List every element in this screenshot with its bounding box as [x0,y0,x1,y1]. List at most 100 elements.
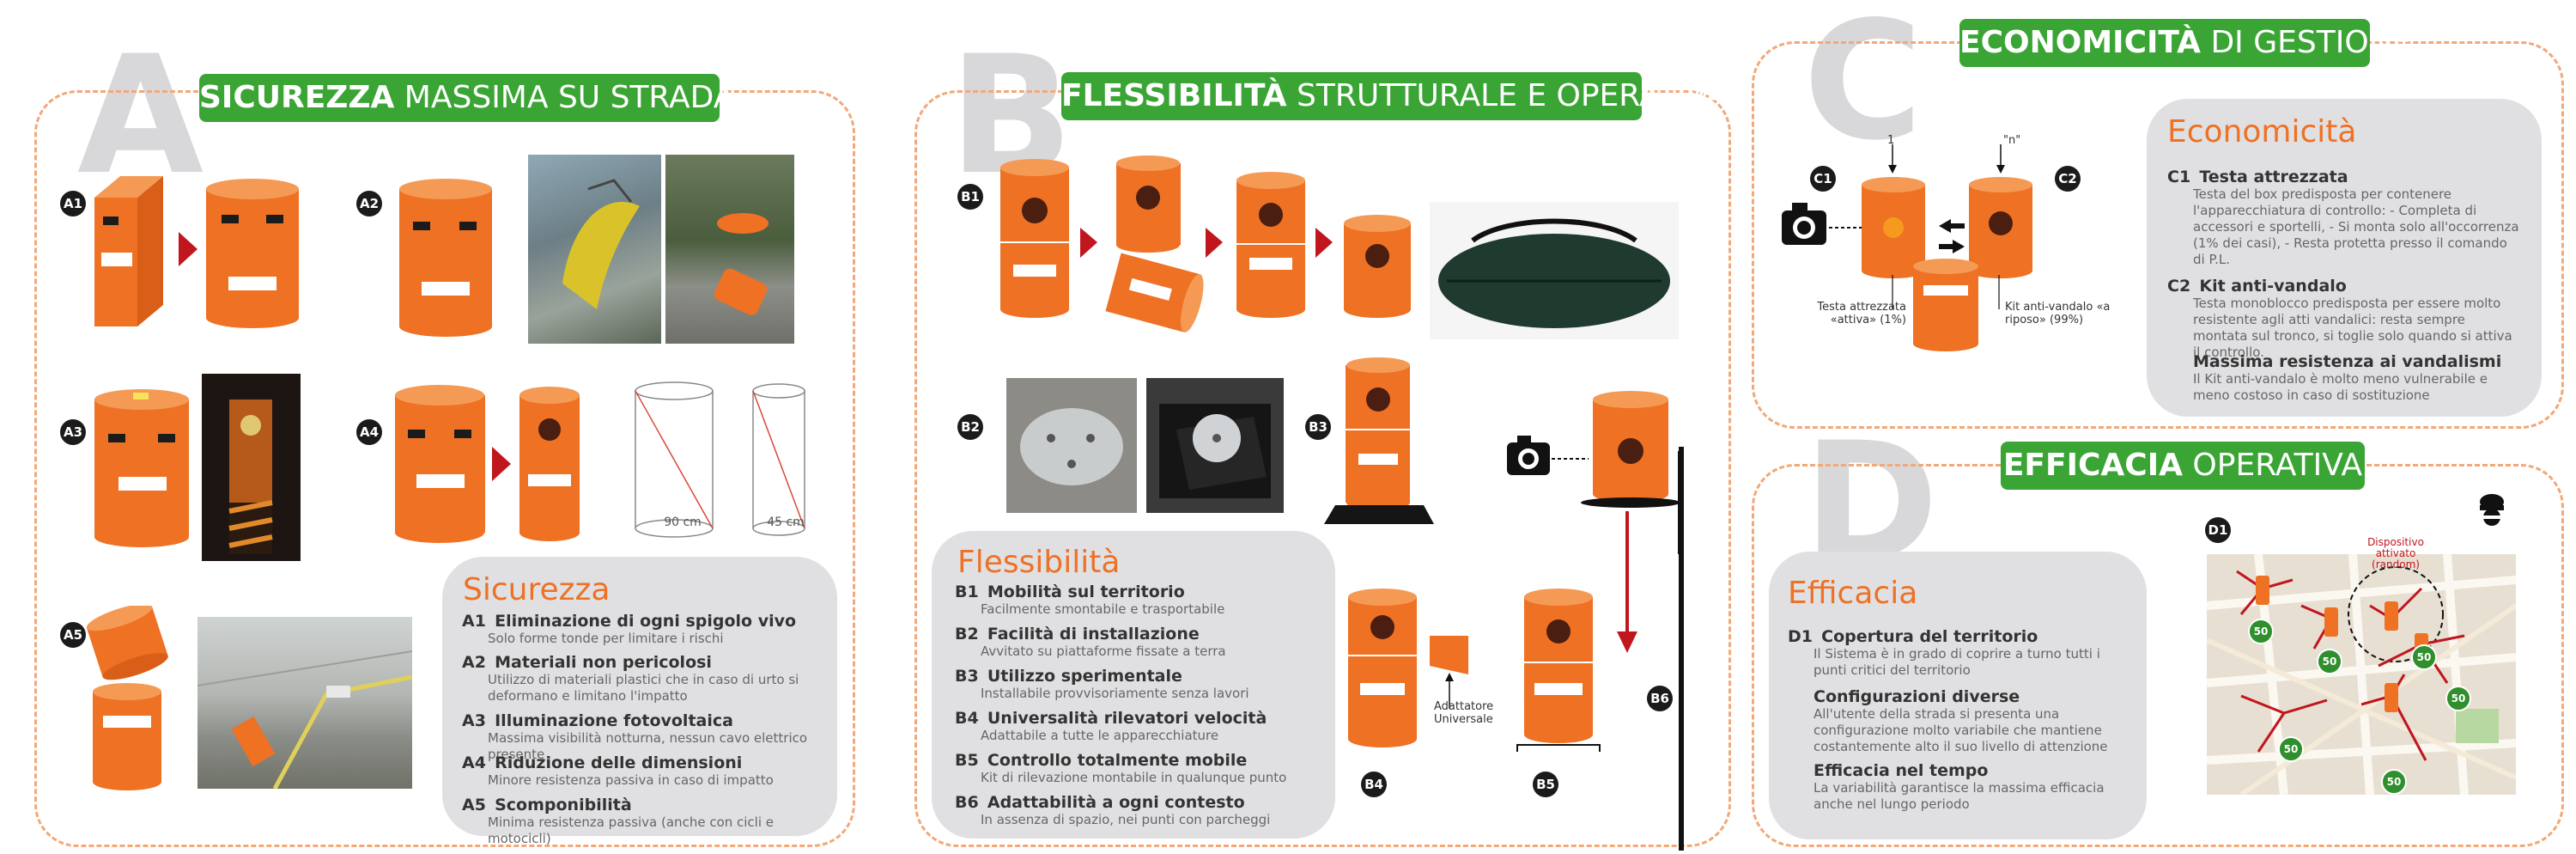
item-b5-head: Controllo totalmente mobile [987,751,1248,770]
item-b1-head: Mobilità sul territorio [987,583,1185,601]
item-b4-head: Universalità rilevatori velocità [987,709,1267,728]
item-d3-head: Efficacia nel tempo [1814,761,1989,780]
item-b1-code: B1 [955,583,979,601]
photo-plate-metal [1006,378,1137,513]
item-b5-code: B5 [955,751,979,770]
badge-a5: A5 [60,622,86,648]
item-b3-desc: Installabile provvisoriamente senza lavo… [981,686,1249,701]
item-b6-code: B6 [955,793,979,812]
card-economicita-title: Economicità [2167,114,2357,149]
badge-d1: D1 [2205,517,2231,543]
item-a5-head: Scomponibilità [495,796,632,814]
section-a-title-rest: MASSIMA SU STRADA [394,80,735,115]
item-b6-desc: In assenza di spazio, nei punti con parc… [981,812,1271,827]
item-d1-head: Copertura del territorio [1821,627,2038,646]
item-a4-head: Riduzione delle dimensioni [495,753,743,772]
section-letter-c: C [1803,0,1923,176]
item-b3-code: B3 [955,667,979,686]
section-letter-a: A [77,21,204,210]
item-d3: Efficacia nel tempo La variabilità garan… [1814,761,2140,813]
badge-c2: C2 [2055,166,2081,192]
badge-b1: B1 [957,184,983,210]
card-flessibilita-title: Flessibilità [957,545,1121,580]
section-a-title: SICUREZZA MASSIMA SU STRADA [199,74,734,122]
item-b5: B5 Controllo totalmente mobile Kit di ri… [955,751,1324,786]
item-b5-desc: Kit di rilevazione montabile in qualunqu… [981,770,1287,785]
item-b4-desc: Adattabile a tutte le apparecchiature [981,728,1219,743]
item-c1-desc: Testa del box predisposta per contenere … [2193,186,2519,267]
item-d1: D1 Copertura del territorio Il Sistema è… [1788,627,2140,679]
c-illustration [1782,144,2032,351]
item-a2: A2 Materiali non pericolosi Utilizzo di … [462,653,831,705]
item-c2-head: Kit anti-vandalo [2199,277,2347,296]
device-activated-note: Dispositivo attivato (random) [2367,536,2424,570]
item-b6: B6 Adattabilità a ogni contesto In assen… [955,793,1324,828]
a4-dimension-drawing [635,381,805,538]
section-d-title: EFFICACIA OPERATIVA [2001,442,2365,490]
section-d-title-bold: EFFICACIA [2002,448,2183,483]
item-c2-desc: Testa monoblocco predisposta per essere … [2193,296,2512,360]
b4-adapter [1348,589,1468,747]
label-testa-attiva: Testa attrezzata «attiva» (1%) [1817,301,1906,326]
item-b1-desc: Facilmente smontabile e trasportabile [981,601,1225,617]
count-one: 1 [1887,134,1895,147]
territory-map [2205,553,2518,797]
card-sicurezza-title: Sicurezza [463,572,611,607]
speed-sign-5: 50 [2278,736,2304,762]
item-a4-code: A4 [462,753,486,772]
photo-plate-base [1146,378,1284,513]
item-a1: A1 Eliminazione di ogni spigolo vivo Sol… [462,612,831,647]
section-b-title: FLESSIBILITÀ STRUTTURALE E OPERATIVA [1061,72,1726,120]
count-n: "n" [2003,134,2021,147]
item-a5: A5 Scomponibilità Minima resistenza pass… [462,796,831,847]
badge-b2: B2 [957,414,983,440]
item-b2-desc: Avvitato su piattaforme fissate a terra [981,644,1226,659]
b1-illustration [1000,156,1411,332]
photo-crashed-device-1 [528,155,661,344]
item-b3: B3 Utilizzo sperimentale Installabile pr… [955,667,1324,702]
badge-a3: A3 [60,419,86,445]
badge-c1: C1 [1810,166,1836,192]
a5-cylinder [86,606,168,790]
item-c3: Massima resistenza ai vandalismi Il Kit … [2193,352,2528,404]
card-efficacia: Efficacia [1769,552,2147,839]
speed-sign-4: 50 [2445,686,2471,711]
card-economicita: Economicità [2147,99,2542,417]
item-c3-desc: Il Kit anti-vandalo è molto meno vulnera… [2193,371,2488,403]
card-flessibilita: Flessibilità [932,531,1335,839]
item-d2-head: Configurazioni diverse [1814,687,2020,706]
item-c2-code: C2 [2167,277,2191,296]
photo-crashed-device-2 [665,155,794,344]
section-a-title-bold: SICUREZZA [199,80,395,115]
item-a5-code: A5 [462,796,486,814]
speed-sign-6: 50 [2381,769,2407,795]
item-a3: A3 Illuminazione fotovoltaica Massima vi… [462,711,831,763]
label-kit-riposo: Kit anti-vandalo «a riposo» (99%) [2005,301,2111,326]
b6-down-arrow [1617,511,1637,653]
item-a2-code: A2 [462,653,486,672]
b6-pole [1679,447,1684,851]
adapter-label: Adattatore Universale [1434,700,1494,726]
item-d2: Configurazioni diverse All'utente della … [1814,687,2140,755]
item-a4: A4 Riduzione delle dimensioni Minore res… [462,753,831,789]
dim-90: 90 cm [664,515,702,529]
item-a2-desc: Utilizzo di materiali plastici che in ca… [488,672,799,704]
card-sicurezza: Sicurezza [442,557,837,836]
b6-camera-setup [1507,391,1683,554]
section-c-title-bold: ECONOMICITÀ [1959,25,2202,60]
badge-b3: B3 [1305,414,1331,440]
map-devices-overlay [2236,570,2465,761]
item-c2: C2 Kit anti-vandalo Testa monoblocco pre… [2167,277,2528,361]
item-b4-code: B4 [955,709,979,728]
photo-highway [197,617,413,790]
section-c-title-rest: DI GESTIONE [2201,25,2412,60]
item-c1-code: C1 [2167,168,2191,186]
section-c-title: ECONOMICITÀ DI GESTIONE [1959,19,2411,67]
badge-b5: B5 [1533,772,1558,797]
badge-a1: A1 [60,191,86,217]
item-b6-head: Adattabilità a ogni contesto [987,793,1245,812]
item-a4-desc: Minore resistenza passiva in caso di imp… [488,772,774,788]
photo-night-device [202,374,301,561]
card-efficacia-title: Efficacia [1788,576,1918,611]
a2-cylinder [399,179,492,337]
